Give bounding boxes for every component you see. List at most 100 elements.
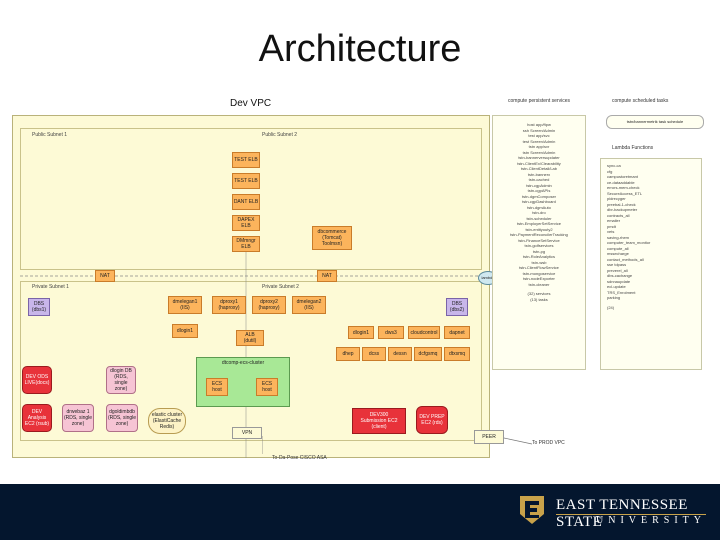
scheduled-task-bubble: tstn/bannermetrik task schedule: [606, 115, 704, 129]
public-subnet-2-label: Public Subnet 2: [262, 132, 298, 138]
list-item: saving-rhem: [607, 234, 630, 240]
dev-analysis-db: DEV Analysis EC2 (rsub): [22, 404, 52, 432]
list-item: campustoretmant: [607, 174, 638, 179]
list-item: tstn-ClientDetail/Lab: [520, 166, 558, 171]
dlogin1-box: dlogin1: [172, 324, 198, 338]
dbs1-box: DBS (dbs1): [28, 298, 50, 316]
list-item: tstn-FinanceSetService: [518, 237, 560, 243]
list-item: vets: [607, 229, 615, 234]
lambda-functions-header: Lambda Functions: [612, 145, 654, 151]
nat-gateway-2: NAT: [317, 270, 337, 282]
nat-gateway-1: NAT: [95, 270, 115, 282]
list-item: host app/ftpw: [527, 122, 551, 127]
dlogin-db: dlogin DB (RDS, single zone): [106, 366, 136, 394]
list-item: tstn-cached: [528, 177, 550, 182]
list-item: tstn Screen/Admin: [522, 149, 556, 155]
list-item: tstn app/svr: [528, 144, 550, 149]
list-item: preverel_all: [607, 267, 628, 273]
dgoldimb-db: dgoldimbdb (RDS, single zone): [106, 404, 138, 432]
list-item: computer_team_monitor: [607, 240, 651, 245]
list-item: tstn-entityouty2: [525, 226, 553, 232]
dbcommerce-box: dbcommerce (Tomcat) Toolmsn): [312, 226, 352, 250]
ecs-host-box: ECS host: [206, 378, 228, 396]
list-item: tstn-nodeExporter: [523, 276, 555, 281]
list-item: tstn-ClientEx/Clearability: [517, 160, 561, 166]
list-item: ecl-update: [607, 284, 626, 289]
dev-ods-db: DEV ODS LIVE(docs): [22, 366, 52, 394]
scheduled-footer: (24): [607, 304, 615, 310]
dproxy2-box: dproxy2 (haproxy): [252, 296, 286, 314]
alb-box: ALB (dutil): [236, 330, 264, 346]
list-item: compute_all: [607, 245, 629, 251]
list-item: dbr-backupmeter: [607, 207, 638, 212]
list-item: tstn-pg: [532, 248, 546, 254]
list-item: tstn-wsb: [531, 259, 547, 265]
list-item: tstn-bannerversupdater: [518, 155, 560, 160]
footer-university-word: UNIVERSITY: [596, 515, 706, 526]
list-item: contracts_all: [607, 212, 630, 218]
external-link-lines: [262, 436, 533, 454]
list-item: cfg: [607, 168, 613, 174]
footer-divider: [556, 514, 706, 515]
list-item: tstn-cgpAPIs: [527, 188, 551, 193]
ecs-host-box: ECS host: [256, 378, 278, 396]
public-subnet-1-label: Public Subnet 1: [32, 132, 68, 138]
list-item: dbs-cachange: [607, 273, 633, 278]
list-item: tstn-PaymentReconcilerTracking: [510, 232, 568, 237]
list-item: ssh Screen/Admin: [522, 127, 556, 133]
list-item: tstn-dgmAuto: [527, 204, 551, 210]
dcss-box: dcss: [362, 347, 386, 361]
list-item: tstn-cgpAdmin: [526, 182, 552, 188]
list-item: errors-mem-check: [607, 185, 640, 190]
list-item: tstn-bannerx: [527, 171, 551, 177]
list-item: tstn-EmployerSetService: [516, 221, 561, 226]
list-item: tstn-cleaner: [528, 281, 550, 287]
private-subnet-2-label: Private Subnet 2: [262, 284, 299, 290]
list-item: tstn-ClientFlowService: [519, 265, 559, 270]
list-item: tstn-mongoservice: [522, 270, 556, 276]
persistent-footer: (32) services (13) tasks: [527, 291, 551, 302]
vpn-destination-label: To-Da-Pose CISCO ASA: [272, 455, 327, 461]
elb-box: TEST ELB: [232, 152, 260, 168]
list-item: TRS_Enrolment: [607, 289, 636, 295]
elb-box: DMmngr ELB: [232, 236, 260, 252]
dproxy1-box: dproxy1 (haproxy): [212, 296, 246, 314]
list-item: tstn-RoleAnalytics: [522, 254, 555, 259]
list-item: pidrecyger: [607, 196, 626, 201]
footer-university-name: EAST TENNESSEE STATE: [556, 497, 688, 530]
dhep-box: dhep: [336, 347, 360, 361]
dcfgsmq-box: dcfgsmq: [414, 347, 442, 361]
elb-box: DAPEX ELB: [232, 215, 260, 231]
drwebaz-db: drwebaz 1 (RDS, single zone): [62, 404, 94, 432]
vpc-label: Dev VPC: [230, 98, 272, 109]
dmelegan1-box: dmelegan1 (IIS): [168, 296, 202, 314]
private-subnet-area: [20, 281, 482, 441]
footer-bar: [0, 484, 720, 540]
list-item: tstn-scheduler: [526, 215, 552, 221]
dlogin2-box: dlogin1: [348, 326, 374, 339]
dbs2-box: DBS (dbs2): [446, 298, 468, 316]
list-item: sse tdpass: [607, 262, 627, 267]
list-item: tstn-cgpDashboard: [522, 199, 556, 204]
list-item: preebal-1-check: [607, 201, 636, 207]
list-item: tstn-golfservices: [524, 243, 554, 248]
cloudcontrol-box: cloudcontrol: [408, 326, 440, 339]
vpn-box: VPN: [232, 427, 262, 439]
elasticache-box: elastic cluster (ElastiCache Redis): [148, 408, 186, 434]
list-item: test app/svc: [528, 133, 550, 138]
list-item: mssecharge: [607, 251, 629, 256]
dmelegan2-box: dmelegan2 (IIS): [292, 296, 326, 314]
dtxsmq-box: dtxsmq: [444, 347, 470, 361]
dws3-box: dws3: [378, 326, 404, 339]
peer-box: PEER: [474, 430, 504, 444]
list-item: ce-dataaddable: [607, 179, 635, 185]
list-item: contact_methods_all: [607, 256, 644, 262]
compute-scheduled-header: compute scheduled tasks: [612, 98, 669, 104]
etsu-shield-icon: [520, 496, 544, 524]
private-subnet-1-label: Private Subnet 1: [32, 284, 69, 290]
elb-box: TEST ELB: [232, 173, 260, 189]
